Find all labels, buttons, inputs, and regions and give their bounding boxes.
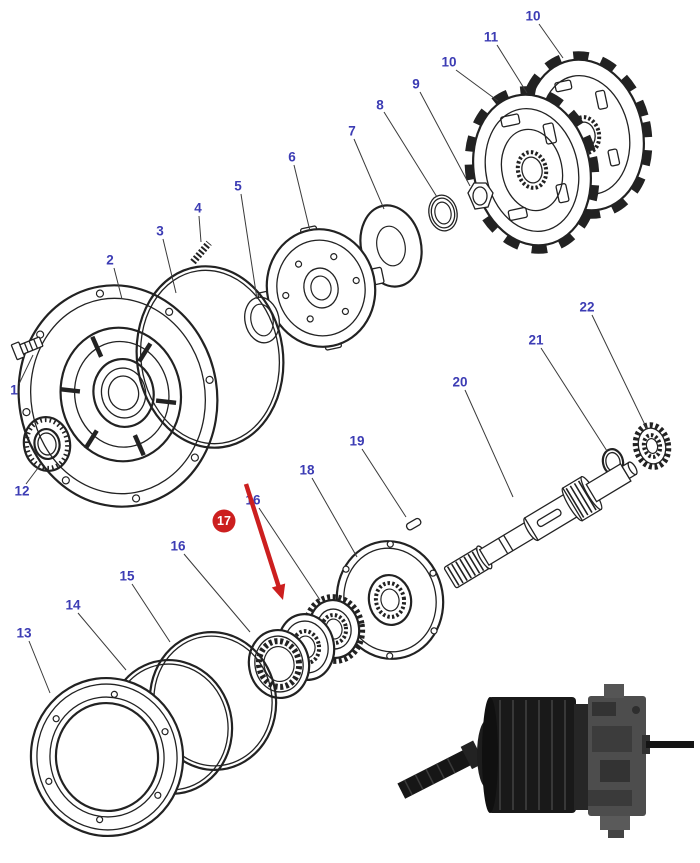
callout-4: 4	[194, 201, 202, 216]
part-2-housing-cover	[17, 284, 219, 508]
part-6-piston-housing	[257, 225, 385, 351]
highlight-callout-17: 17	[212, 509, 236, 533]
callout-14: 14	[65, 598, 81, 613]
part-11-clutch-drum-front	[464, 86, 600, 254]
callout-11: 11	[484, 30, 499, 45]
part-4-threaded-stud	[190, 240, 212, 265]
callout-6: 6	[288, 150, 296, 165]
callout-1: 1	[10, 383, 18, 398]
callout-18: 18	[299, 463, 315, 478]
part-20-shaft	[443, 461, 638, 589]
callout-7: 7	[348, 124, 356, 139]
part-3-o-ring	[135, 265, 285, 449]
callout-22: 22	[579, 300, 594, 315]
leader-lines	[18, 23, 648, 694]
part-22-splined-coupling	[632, 422, 672, 470]
callout-2: 2	[106, 253, 114, 268]
callout-8: 8	[376, 98, 384, 113]
part-1-bolt	[10, 336, 44, 361]
part-9-retainer-nut	[467, 182, 494, 210]
highlight-callout-17-label: 17	[217, 514, 231, 528]
callout-10b: 10	[525, 9, 540, 24]
callout-13: 13	[16, 626, 32, 641]
highlight-arrow	[243, 483, 286, 600]
callout-20: 20	[452, 375, 467, 390]
callout-16a: 16	[170, 539, 186, 554]
part-7-backing-disc	[359, 204, 423, 288]
part-12-bearing	[22, 416, 72, 472]
assembled-view-thumbnail	[397, 684, 694, 838]
callout-15: 15	[119, 569, 135, 584]
callout-10a: 10	[441, 55, 456, 70]
part-8-seal-ring	[428, 194, 458, 232]
part-19-pin	[405, 517, 422, 531]
callout-9: 9	[412, 77, 420, 92]
callout-5: 5	[234, 179, 242, 194]
callout-12: 12	[14, 484, 29, 499]
part-13-retainer-ring	[29, 676, 185, 838]
callout-19: 19	[349, 434, 364, 449]
part-16-splined-hub	[247, 629, 311, 699]
callout-3: 3	[156, 224, 164, 239]
part-18-end-plate	[335, 540, 445, 660]
callout-21: 21	[528, 333, 544, 348]
